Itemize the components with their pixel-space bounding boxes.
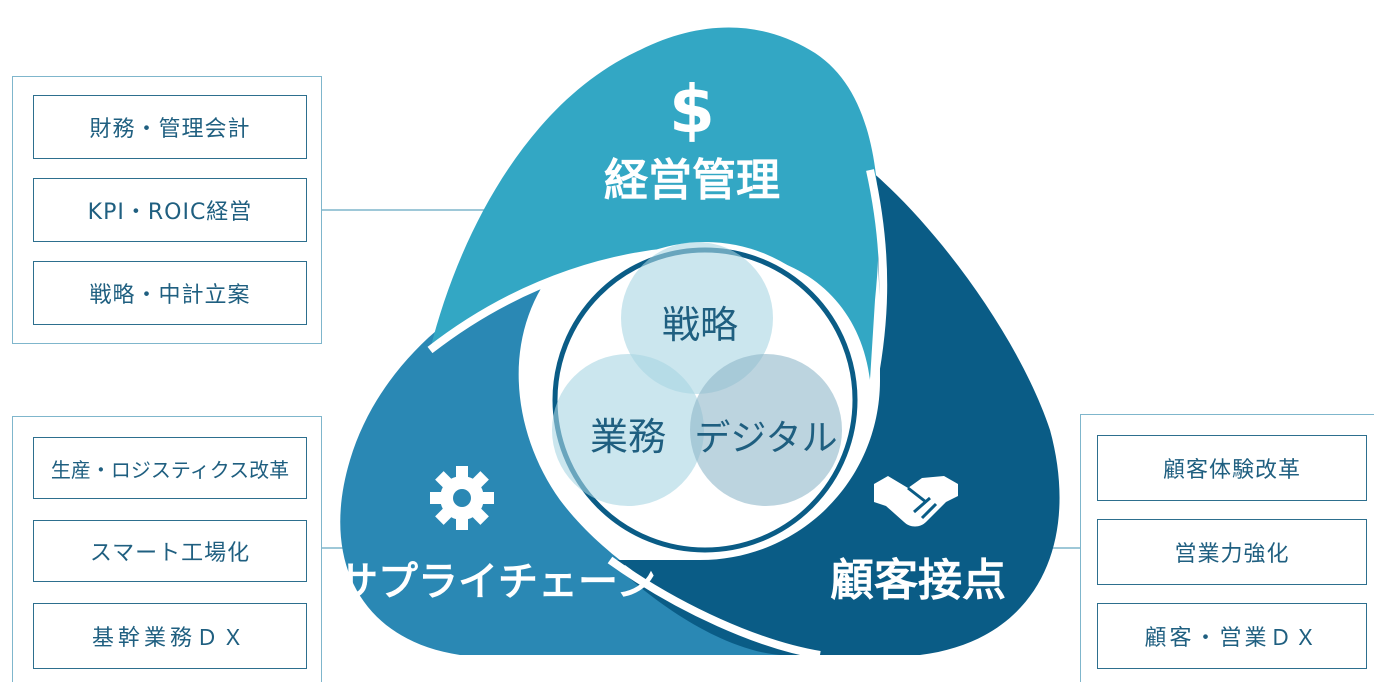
item-strategy-planning: 戦略・中計立案 xyxy=(33,261,307,325)
panel-management: 財務・管理会計 KPI・ROIC経営 戦略・中計立案 xyxy=(12,76,322,344)
separator-top-right xyxy=(866,169,888,401)
item-kpi-roic: KPI・ROIC経営 xyxy=(33,178,307,242)
segment-supply-chain xyxy=(340,262,820,655)
dollar-icon: $ xyxy=(669,71,715,148)
gear-icon xyxy=(430,466,494,530)
panel-supply-chain: 生産・ロジスティクス改革 スマート工場化 基幹業務ＤＸ xyxy=(12,416,322,682)
item-core-operations-dx: 基幹業務ＤＸ xyxy=(33,603,307,669)
item-smart-factory: スマート工場化 xyxy=(33,520,307,582)
item-customer-sales-dx: 顧客・営業ＤＸ xyxy=(1097,603,1367,669)
segment-management xyxy=(430,27,879,380)
venn-label-strategy: 戦略 xyxy=(662,303,738,347)
item-production-logistics: 生産・ロジスティクス改革 xyxy=(33,437,307,499)
separator-bottom xyxy=(607,556,821,659)
svg-text:$: $ xyxy=(669,71,715,148)
item-financial-accounting: 財務・管理会計 xyxy=(33,95,307,159)
venn-label-operations: 業務 xyxy=(590,415,666,459)
venn-circle-strategy xyxy=(621,242,773,394)
segment-customer xyxy=(610,170,1060,655)
segment-label-customer: 顧客接点 xyxy=(830,555,1006,606)
venn-circle-digital xyxy=(690,354,842,506)
venn-label-digital: デジタル xyxy=(694,418,837,459)
segment-label-management: 経営管理 xyxy=(604,155,780,206)
segment-label-supply-chain: サプライチェーン xyxy=(338,559,656,605)
item-sales-force: 営業力強化 xyxy=(1097,519,1367,585)
handshake-icon xyxy=(874,476,958,527)
venn-circle-operations xyxy=(552,354,704,506)
panel-customer: 顧客体験改革 営業力強化 顧客・営業ＤＸ xyxy=(1080,414,1374,682)
item-customer-experience: 顧客体験改革 xyxy=(1097,435,1367,501)
